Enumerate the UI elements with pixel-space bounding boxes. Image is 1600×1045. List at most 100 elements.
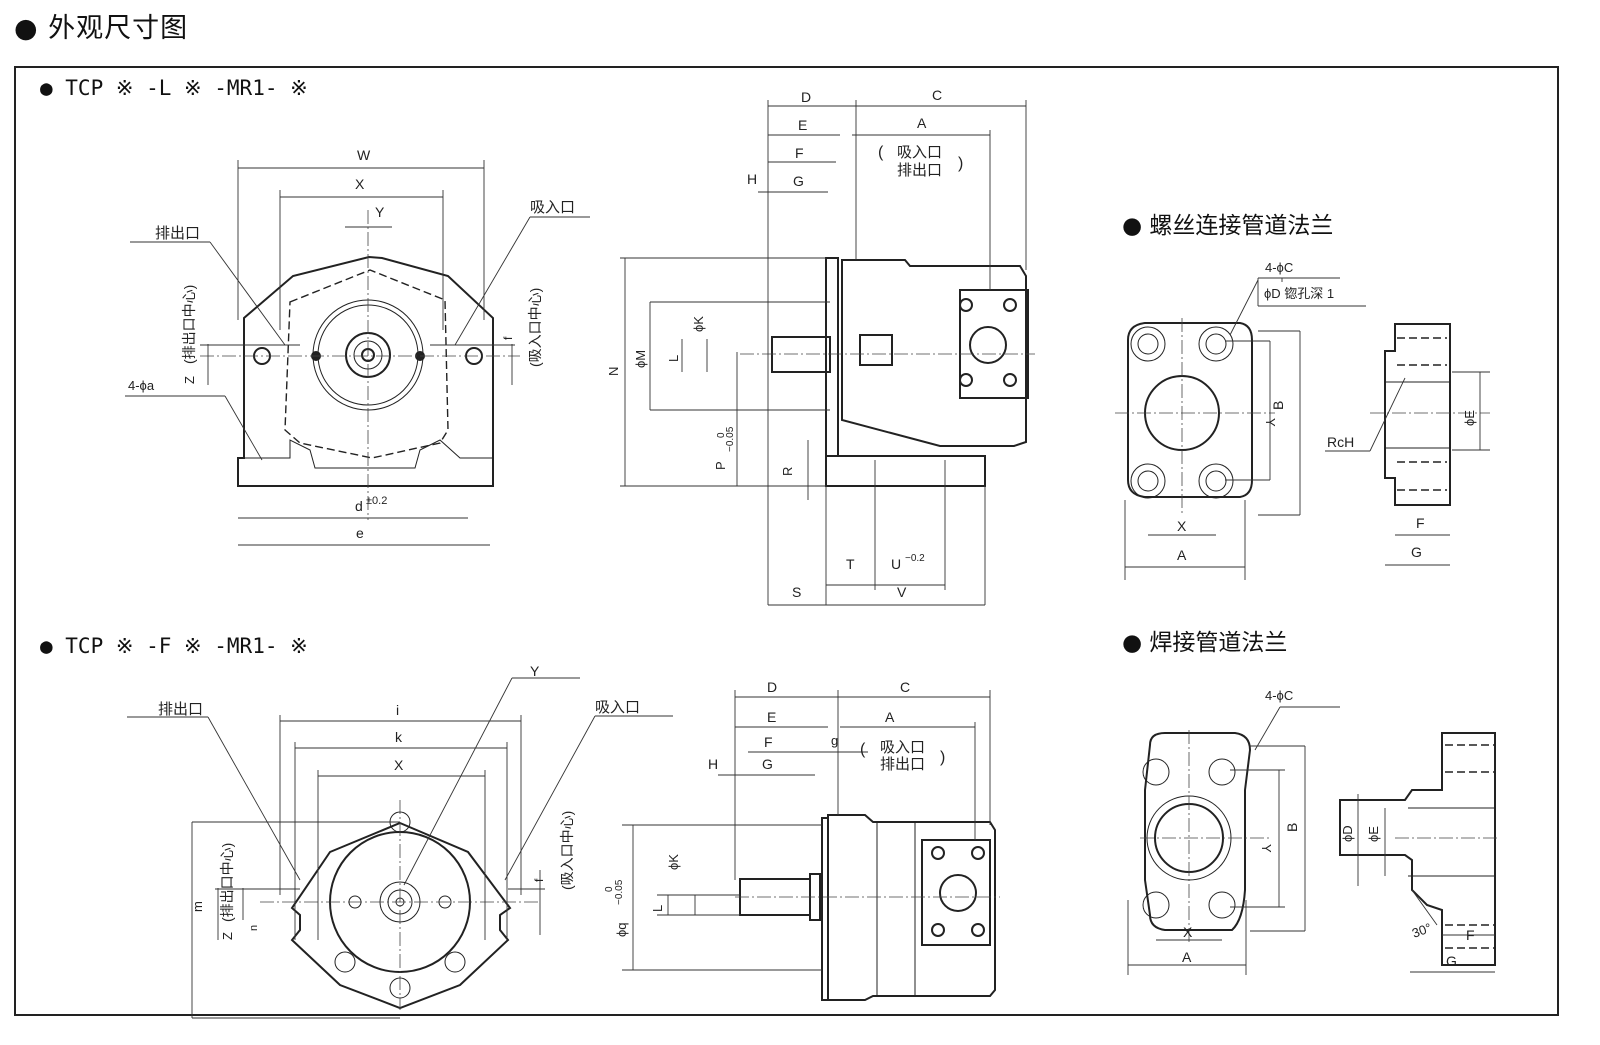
threaded-flange-title: ● 螺丝连接管道法兰 bbox=[1122, 213, 1334, 239]
model-label-foot-mount: ● TCP ※ -L ※ -MR1- ※ bbox=[40, 76, 308, 100]
port-note-outlet: 排出口 bbox=[880, 756, 925, 773]
dim-label-a: A bbox=[1182, 949, 1192, 965]
label-inlet: 吸入口 bbox=[595, 699, 640, 716]
dim-label-f: f bbox=[532, 878, 546, 882]
shaft-nut bbox=[859, 334, 893, 366]
bolt-hole bbox=[1208, 758, 1236, 786]
q-tolerance-upper: 0 bbox=[604, 886, 615, 892]
dim-label-q: ϕq bbox=[614, 922, 629, 937]
dim-label-p: P bbox=[713, 461, 728, 470]
flange-side-outline bbox=[1384, 323, 1451, 506]
hidden-outline bbox=[284, 269, 449, 459]
pump-body bbox=[827, 814, 996, 1001]
threaded-flange-drawing: 4-ϕC ϕD 锪孔深 1 Y B X A RcH ϕE F G bbox=[1115, 260, 1490, 580]
dim-label-y: Y bbox=[1263, 418, 1278, 427]
dim-label-k: k bbox=[395, 729, 403, 745]
leader bbox=[1229, 279, 1259, 336]
dim-label-phi-e: ϕE bbox=[1366, 826, 1381, 842]
dim-label-u: U bbox=[891, 556, 901, 572]
leader bbox=[403, 677, 513, 886]
dim-label-e: E bbox=[798, 117, 807, 133]
leader bbox=[454, 216, 531, 346]
dim-label-d: d bbox=[355, 498, 363, 514]
dim-label-phi-e: ϕE bbox=[1462, 410, 1477, 426]
leader bbox=[207, 716, 301, 881]
dim-label-y: Y bbox=[530, 663, 540, 679]
port-circle bbox=[939, 874, 977, 912]
dim-label-d: D bbox=[767, 679, 777, 695]
dim-label-l: L bbox=[650, 905, 665, 912]
dim-label-g: G bbox=[1446, 953, 1457, 969]
dim-label-g: G bbox=[793, 173, 804, 189]
hidden-threads bbox=[1397, 337, 1447, 491]
foot-mount-front-view: W X Y d ±0.2 e 排出口 吸入口 4-ϕa Z (排出口中心) f … bbox=[125, 147, 590, 546]
label-outlet: 排出口 bbox=[158, 701, 203, 718]
port-bolt bbox=[1003, 373, 1017, 387]
dim-label-y: Y bbox=[375, 204, 385, 220]
label-inlet: 吸入口 bbox=[530, 199, 575, 216]
label-holes: 4-ϕa bbox=[128, 378, 155, 393]
label-counterbore: ϕD 锪孔深 1 bbox=[1264, 286, 1334, 301]
port-bolt bbox=[959, 298, 973, 312]
dim-label-h: H bbox=[708, 756, 718, 772]
bolt-boss bbox=[1130, 463, 1166, 499]
label-angle: 30° bbox=[1410, 920, 1434, 941]
foot-mount-side-view: D C E A F H G ( 吸入口 排出口 ) N ϕM ϕK L P 0 … bbox=[606, 87, 1035, 606]
drawing-frame bbox=[14, 66, 1559, 1016]
dim-label-z: Z bbox=[220, 932, 235, 940]
dim-label-m: m bbox=[190, 901, 205, 912]
dim-label-g-small: g bbox=[831, 733, 838, 748]
dim-label-t: T bbox=[846, 556, 855, 572]
bracket-right: ) bbox=[940, 749, 945, 766]
dim-label-v: V bbox=[897, 584, 907, 600]
dim-label-a: A bbox=[1177, 547, 1187, 563]
port-note-outlet: 排出口 bbox=[897, 162, 942, 179]
label-outlet-center: (排出口中心) bbox=[181, 285, 197, 364]
screw bbox=[444, 951, 466, 973]
dim-label-z: Z bbox=[182, 376, 197, 384]
leader bbox=[224, 395, 263, 461]
shaft-collar bbox=[809, 873, 821, 921]
dim-label-x: X bbox=[355, 176, 365, 192]
bolt-boss bbox=[1130, 326, 1166, 362]
label-outlet-center: (排出口中心) bbox=[219, 843, 235, 922]
shaft bbox=[771, 336, 831, 373]
dim-label-x: X bbox=[1177, 518, 1187, 534]
dim-label-y: Y bbox=[1259, 844, 1274, 853]
dim-tolerance-d: ±0.2 bbox=[366, 495, 387, 507]
bracket-left: ( bbox=[860, 741, 866, 758]
bolt-hole bbox=[1137, 333, 1159, 355]
label-inlet-center: (吸入口中心) bbox=[527, 288, 543, 367]
dim-label-x: X bbox=[1183, 924, 1193, 940]
leader bbox=[1369, 377, 1406, 452]
label-holes: 4-ϕC bbox=[1265, 260, 1293, 275]
hidden-threads bbox=[1445, 744, 1495, 949]
welded-flange-drawing: 4-ϕC Y B X A ϕD ϕE 30° F G bbox=[1127, 688, 1500, 975]
label-outlet: 排出口 bbox=[155, 225, 200, 242]
port-note-inlet: 吸入口 bbox=[897, 144, 942, 161]
port-bolt bbox=[1003, 298, 1017, 312]
u-tolerance: −0.2 bbox=[905, 553, 925, 564]
label-holes: 4-ϕC bbox=[1265, 688, 1293, 703]
port-bolt bbox=[971, 846, 985, 860]
dim-label-m: ϕM bbox=[633, 350, 648, 368]
dim-label-c: C bbox=[900, 679, 910, 695]
dim-label-e: E bbox=[767, 709, 776, 725]
dim-label-f: F bbox=[1416, 515, 1425, 531]
screw bbox=[334, 951, 356, 973]
bolt-hole bbox=[1142, 891, 1170, 919]
port-bolt bbox=[971, 923, 985, 937]
flange-mount-front-view: i k X Y 排出口 吸入口 m Z (排出口中心) n f (吸入口中心) bbox=[127, 663, 673, 1019]
dim-label-x: X bbox=[394, 757, 404, 773]
bolt-hole bbox=[1208, 891, 1236, 919]
port-pad bbox=[959, 289, 1029, 399]
port-bolt bbox=[959, 373, 973, 387]
flange-mount-outline bbox=[290, 821, 512, 1010]
leader bbox=[1254, 706, 1281, 751]
dim-label-b: B bbox=[1270, 401, 1286, 410]
dim-label-g: G bbox=[762, 756, 773, 772]
dim-label-k: ϕK bbox=[691, 316, 706, 332]
dim-label-f: F bbox=[1466, 927, 1475, 943]
dim-label-s: S bbox=[792, 584, 801, 600]
